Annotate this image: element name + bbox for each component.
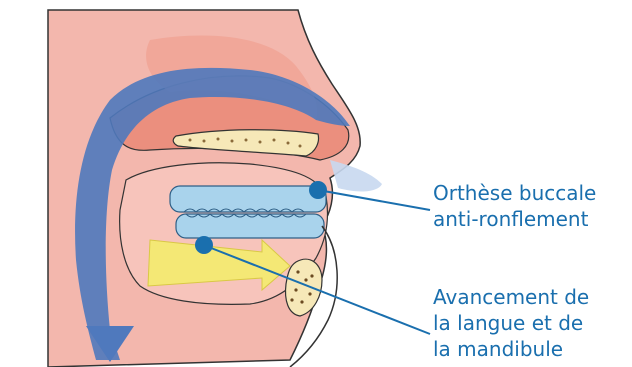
marker-dot-advancement xyxy=(195,236,213,254)
label-advancement-line1: Avancement de xyxy=(433,284,589,310)
label-splint-line2: anti-ronflement xyxy=(433,206,596,232)
mandible-bone xyxy=(286,259,322,316)
leader-line-splint xyxy=(318,190,430,210)
label-splint-line1: Orthèse buccale xyxy=(433,180,596,206)
splint-upper xyxy=(170,186,326,212)
marker-dot-splint xyxy=(309,181,327,199)
splint-lower xyxy=(176,214,324,238)
upper-lip-shadow xyxy=(330,160,382,191)
label-advancement-line2: la langue et de xyxy=(433,310,589,336)
label-splint: Orthèse buccale anti-ronflement xyxy=(433,180,596,232)
label-advancement: Avancement de la langue et de la mandibu… xyxy=(433,284,589,367)
label-advancement-line3: la mandibule xyxy=(433,336,589,362)
